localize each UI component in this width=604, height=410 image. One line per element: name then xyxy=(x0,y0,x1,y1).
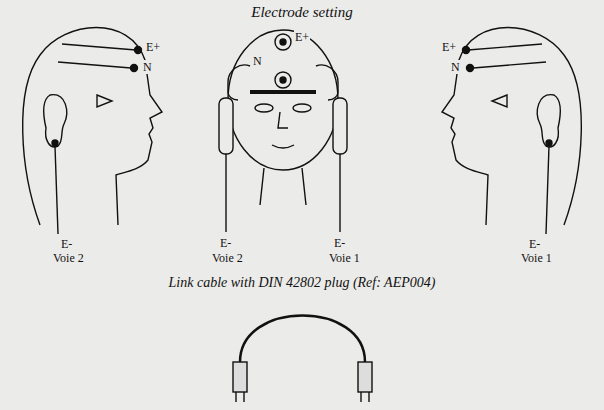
front-head xyxy=(219,30,347,232)
electrode-label: Voie 2 xyxy=(211,251,244,265)
electrode-label: E+ xyxy=(441,40,457,54)
electrode-label: E- xyxy=(333,236,346,250)
left-head xyxy=(23,28,162,235)
electrode-label: N xyxy=(252,54,263,68)
figure-title: Electrode setting xyxy=(251,4,353,21)
electrode-label: Voie 2 xyxy=(52,251,85,265)
electrode-label: Voie 1 xyxy=(520,251,553,265)
electrode-label: E+ xyxy=(294,30,310,44)
cable-caption: Link cable with DIN 42802 plug (Ref: AEP… xyxy=(168,276,437,290)
electrode-label: E- xyxy=(528,237,541,251)
electrode-label: E- xyxy=(219,236,232,250)
right-head xyxy=(442,28,581,235)
electrode-label: E- xyxy=(60,237,73,251)
electrode-label: E+ xyxy=(145,40,161,54)
link-cable xyxy=(233,316,372,403)
electrode-label: N xyxy=(450,60,461,74)
electrode-label: Voie 1 xyxy=(328,251,361,265)
electrode-label: N xyxy=(142,60,153,74)
